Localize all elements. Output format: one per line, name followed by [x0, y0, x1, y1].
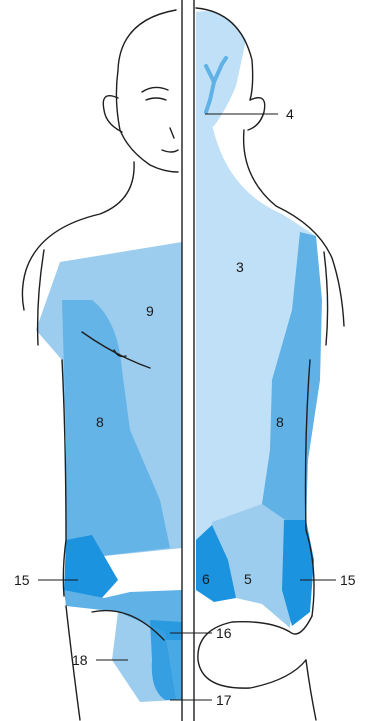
center-divider [182, 0, 194, 721]
buttock-outline [198, 616, 312, 688]
label-8-right: 8 [276, 414, 284, 430]
label-17: 17 [216, 692, 232, 708]
label-3: 3 [236, 259, 244, 275]
nose-mouth [162, 128, 178, 152]
label-15-right: 15 [340, 572, 356, 588]
label-15-left: 15 [14, 572, 30, 588]
label-9: 9 [146, 303, 154, 319]
label-6: 6 [202, 571, 210, 587]
label-18: 18 [72, 652, 88, 668]
label-8-left: 8 [96, 414, 104, 430]
eye-left [142, 87, 168, 100]
label-4: 4 [286, 106, 294, 122]
leg-right [306, 660, 316, 720]
label-16: 16 [216, 625, 232, 641]
head-outline-left [116, 10, 178, 172]
label-5: 5 [244, 571, 252, 587]
arm-right [324, 252, 328, 345]
